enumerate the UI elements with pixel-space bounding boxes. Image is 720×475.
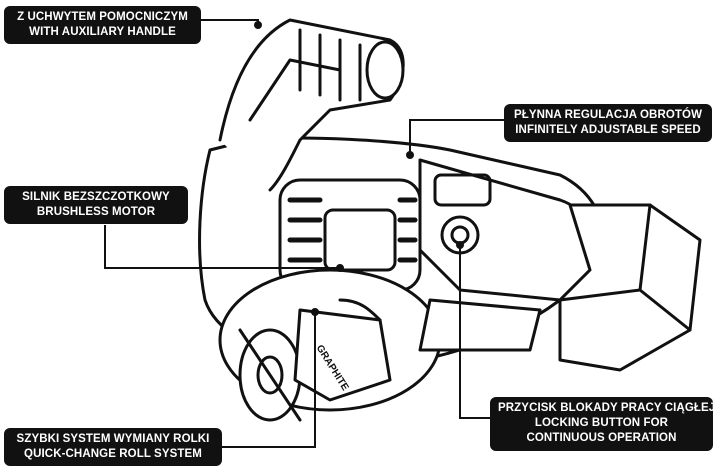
roller-cover — [293, 308, 392, 402]
callout-line: PRZYCISK BLOKADY PRACY CIĄGŁEJ — [498, 402, 716, 414]
callout-line: SZYBKI SYSTEM WYMIANY ROLKI — [16, 433, 210, 445]
auxiliary-handle — [218, 18, 405, 192]
callout-line: PŁYNNA REGULACJA OBROTÓW — [513, 109, 703, 121]
callout-line: CONTINUOUS OPERATION — [526, 432, 677, 444]
leader-line-auxiliary-handle — [201, 19, 259, 25]
leader-line-speed — [409, 119, 504, 155]
callout-line: INFINITELY ADJUSTABLE SPEED — [515, 124, 701, 136]
callout-auxiliary-handle: Z UCHWYTEM POMOCNICZYM WITH AUXILIARY HA… — [4, 6, 201, 44]
callout-adjustable-speed: PŁYNNA REGULACJA OBROTÓW INFINITELY ADJU… — [504, 104, 712, 142]
battery-pack — [558, 203, 702, 372]
callout-line: QUICK-CHANGE ROLL SYSTEM — [24, 448, 202, 460]
leader-line-roll — [222, 312, 316, 448]
leader-line-locking — [459, 245, 490, 419]
callout-quick-change-roll: SZYBKI SYSTEM WYMIANY ROLKI QUICK-CHANGE… — [4, 428, 222, 466]
callout-line: Z UCHWYTEM POMOCNICZYM — [17, 11, 188, 23]
callout-locking-button: PRZYCISK BLOKADY PRACY CIĄGŁEJ LOCKING B… — [490, 397, 716, 451]
callout-line: SILNIK BEZSZCZOTKOWY — [22, 191, 170, 203]
callout-line: BRUSHLESS MOTOR — [36, 206, 156, 218]
callout-line: LOCKING BUTTON FOR — [534, 417, 669, 429]
callout-brushless-motor: SILNIK BEZSZCZOTKOWY BRUSHLESS MOTOR — [4, 186, 188, 224]
leader-line-motor — [104, 225, 340, 269]
callout-line: WITH AUXILIARY HANDLE — [29, 26, 176, 38]
